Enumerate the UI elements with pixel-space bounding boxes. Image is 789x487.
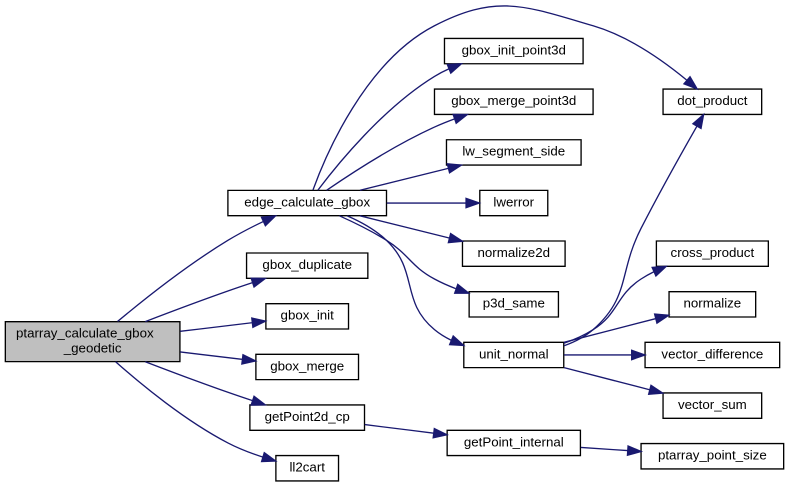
svg-text:gbox_init: gbox_init — [281, 308, 335, 323]
svg-text:p3d_same: p3d_same — [483, 296, 545, 311]
svg-text:gbox_duplicate: gbox_duplicate — [262, 257, 352, 272]
svg-text:lwerror: lwerror — [493, 194, 534, 209]
svg-text:ptarray_calculate_gbox: ptarray_calculate_gbox — [16, 326, 154, 341]
svg-text:normalize: normalize — [684, 296, 742, 311]
svg-text:getPoint_internal: getPoint_internal — [464, 434, 564, 449]
svg-text:normalize2d: normalize2d — [478, 245, 551, 260]
svg-text:gbox_init_point3d: gbox_init_point3d — [462, 42, 566, 57]
svg-text:gbox_merge: gbox_merge — [270, 358, 344, 373]
svg-text:dot_product: dot_product — [677, 93, 748, 108]
svg-text:lw_segment_side: lw_segment_side — [462, 144, 565, 159]
svg-text:ptarray_point_size: ptarray_point_size — [658, 448, 767, 463]
svg-text:getPoint2d_cp: getPoint2d_cp — [265, 409, 350, 424]
svg-text:edge_calculate_gbox: edge_calculate_gbox — [244, 194, 370, 209]
svg-text:vector_sum: vector_sum — [678, 397, 747, 412]
svg-text:_geodetic: _geodetic — [63, 340, 122, 355]
svg-text:cross_product: cross_product — [671, 245, 755, 260]
svg-text:gbox_merge_point3d: gbox_merge_point3d — [451, 93, 576, 108]
svg-text:unit_normal: unit_normal — [479, 346, 549, 361]
svg-text:vector_difference: vector_difference — [661, 346, 763, 361]
svg-text:ll2cart: ll2cart — [289, 460, 325, 475]
